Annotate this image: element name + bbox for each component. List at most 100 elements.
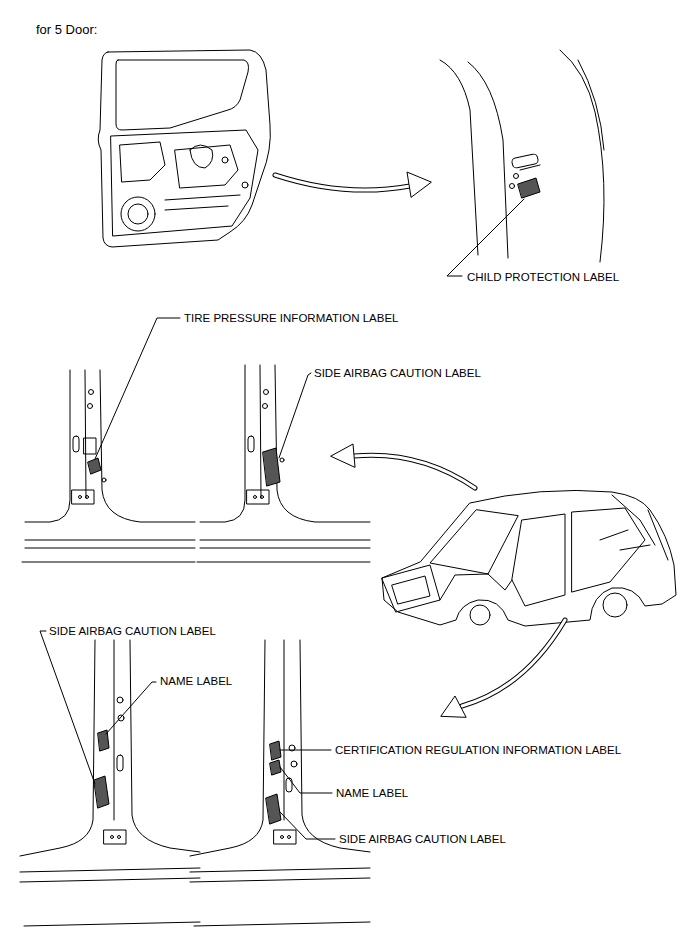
leader-line (280, 767, 332, 793)
pillar-view (114, 640, 115, 820)
rear-door (116, 60, 249, 130)
rear-door (165, 195, 240, 210)
pillar-view (100, 370, 195, 522)
pillar-view (263, 404, 268, 409)
view-arrow (407, 172, 431, 197)
door-edge-closeup (440, 50, 604, 276)
pillar-view (22, 318, 195, 562)
leader-line (106, 682, 156, 734)
pillar-view (288, 836, 291, 839)
leader-line (280, 750, 331, 751)
pillar-view (284, 640, 285, 820)
rear-door (121, 197, 155, 231)
view-arrow (275, 175, 410, 190)
pillar-view (280, 458, 284, 462)
leader-line (40, 631, 95, 784)
car-body (382, 490, 676, 626)
part-label: SIDE AIRBAG CAUTION LABEL (313, 366, 482, 380)
view-arrow (275, 175, 410, 190)
rear-door (120, 142, 165, 182)
pillar-view (286, 778, 292, 792)
pillar-view (274, 830, 296, 844)
door-edge-closeup (468, 62, 508, 258)
part-label: NAME LABEL (159, 674, 233, 688)
part-label: CHILD PROTECTION LABEL (466, 270, 620, 284)
part-label: SIDE AIRBAG CAUTION LABEL (338, 832, 507, 846)
car-body (512, 514, 565, 606)
rear-door (128, 204, 148, 224)
pillar-view (86, 496, 89, 499)
pillar-view (248, 436, 254, 452)
view-arrow (462, 620, 565, 706)
pillar-view (118, 836, 121, 839)
certification-label-patch (270, 741, 281, 760)
car-body (392, 576, 430, 604)
car-body (488, 574, 512, 590)
tire-pressure-label-patch (88, 458, 101, 474)
part-label: CERTIFICATION REGULATION INFORMATION LAB… (334, 743, 622, 757)
pillar-view (20, 640, 95, 856)
view-arrow (331, 444, 355, 467)
name-label-patch (270, 760, 281, 775)
rear-door (190, 145, 213, 168)
rear-door (175, 145, 238, 188)
view-arrow (354, 455, 475, 488)
rear-door (111, 130, 258, 236)
part-label: NAME LABEL (335, 786, 409, 800)
car-body (603, 593, 627, 617)
view-arrow (354, 455, 475, 488)
view-arrow (331, 444, 475, 488)
pillar-view (79, 496, 82, 499)
car-body (440, 574, 488, 600)
pillar-view (84, 438, 96, 454)
leader-line (280, 812, 335, 839)
pillar-view (85, 370, 86, 498)
pillar-view (275, 365, 370, 522)
pillar-view (291, 761, 297, 767)
pillar-view (260, 365, 261, 498)
door-edge-closeup (520, 165, 540, 170)
child-protection-label-patch (518, 178, 540, 198)
pillar-view (190, 640, 265, 856)
pillar-view (190, 868, 370, 926)
car-body (382, 490, 676, 626)
leader-line (447, 199, 524, 276)
pillar-view (247, 490, 269, 504)
pillar-view (264, 390, 269, 395)
pillar-view (281, 836, 284, 839)
door-edge-closeup (440, 60, 478, 255)
pillar-view (89, 390, 94, 395)
pillar-view (102, 478, 106, 482)
rear-door (242, 182, 248, 188)
pillar-view (73, 436, 79, 452)
leader-line (279, 373, 311, 458)
view-arrow (441, 696, 466, 717)
door-edge-closeup (510, 184, 515, 189)
door-edge-closeup (560, 50, 604, 262)
pillar-view (261, 496, 264, 499)
door-edge-closeup (578, 60, 604, 150)
view-arrow (441, 620, 565, 717)
pillar-view (111, 836, 114, 839)
part-label: SIDE AIRBAG CAUTION LABEL (48, 624, 217, 638)
rear-door (98, 50, 270, 247)
pillar-view (200, 365, 245, 522)
car-body (382, 565, 440, 612)
pillar-view (104, 830, 126, 844)
side-airbag-label-patch (266, 794, 281, 824)
heading: for 5 Door: (36, 22, 97, 38)
leader-line (95, 318, 180, 459)
part-label: TIRE PRESSURE INFORMATION LABEL (183, 311, 400, 325)
car-body (430, 510, 518, 574)
pillar-view (130, 640, 200, 852)
pillar-view (117, 755, 123, 771)
car-body (600, 530, 650, 550)
car-body (572, 508, 645, 592)
door-edge-closeup (514, 174, 519, 179)
car-body (470, 605, 490, 625)
pillar-view (88, 404, 93, 409)
rear-door (222, 157, 228, 163)
rear-door (98, 50, 270, 247)
